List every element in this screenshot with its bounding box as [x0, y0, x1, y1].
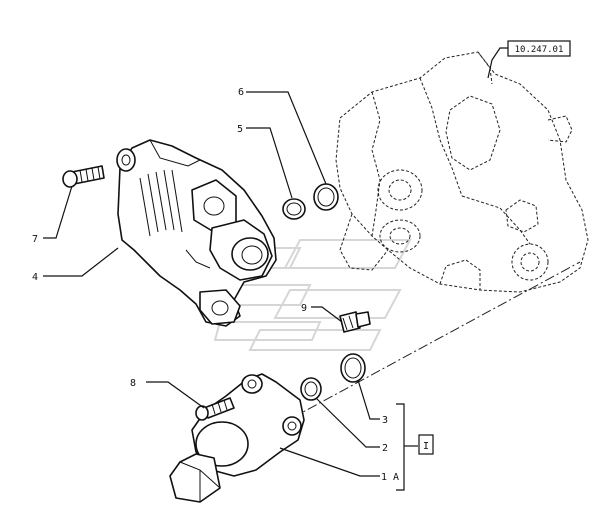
- assembly-axis-line: [291, 261, 581, 419]
- valve-housing: [116, 139, 277, 327]
- reference-box: 10.247.01: [507, 40, 571, 57]
- o-ring-6: [313, 183, 339, 211]
- callout-5: 5: [237, 124, 243, 135]
- o-ring-5: [282, 198, 306, 220]
- callout-7: 7: [32, 234, 38, 245]
- callout-1a: 1 A: [381, 472, 399, 483]
- solenoid-valve: [169, 373, 305, 503]
- reference-text: 10.247.01: [515, 45, 564, 55]
- o-ring-2: [300, 377, 322, 401]
- leader-lines: [43, 91, 418, 491]
- screw-7: [62, 165, 105, 188]
- pump-body-outline: [335, 51, 589, 293]
- sensor-9: [339, 311, 371, 333]
- callout-9: 9: [301, 303, 307, 314]
- kit-box-text: I: [423, 441, 429, 452]
- reference-leader: [487, 47, 508, 79]
- callout-3: 3: [382, 415, 388, 426]
- callout-4: 4: [32, 272, 38, 283]
- o-ring-3: [340, 353, 366, 383]
- callout-8: 8: [130, 378, 136, 389]
- screw-8: [195, 397, 235, 421]
- callout-6: 6: [238, 87, 244, 98]
- callout-2: 2: [382, 443, 388, 454]
- kit-box: I: [418, 434, 434, 455]
